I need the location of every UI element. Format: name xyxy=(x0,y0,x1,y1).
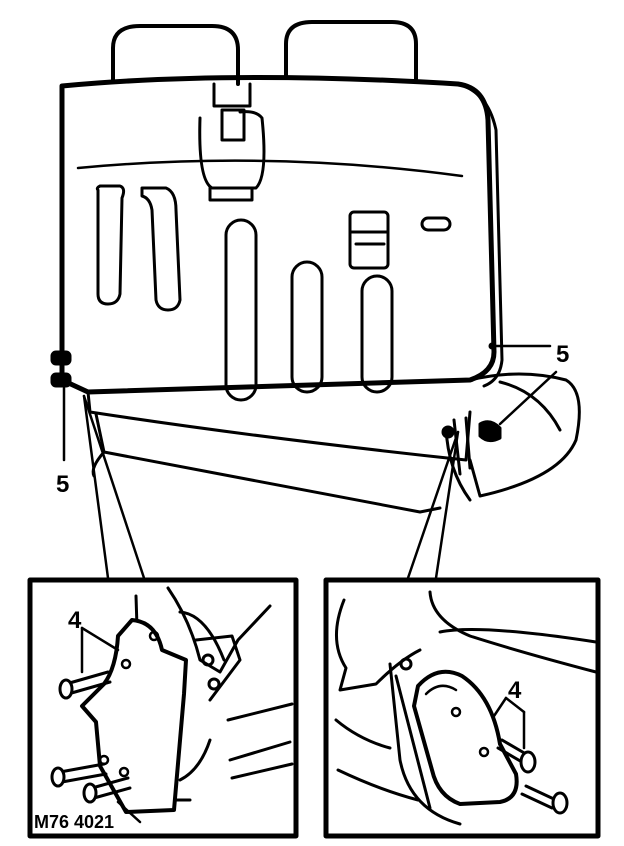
leader-lines xyxy=(62,344,558,580)
seat-back xyxy=(59,74,504,402)
seat-cushion xyxy=(50,350,581,514)
figure-reference: M76 4021 xyxy=(34,812,114,832)
callout-4-right: 4 xyxy=(508,677,522,704)
right-headrest xyxy=(284,20,418,84)
callout-5-right: 5 xyxy=(556,341,569,368)
detail-box-right xyxy=(323,577,601,839)
bolts-left xyxy=(50,670,132,804)
left-headrest xyxy=(111,24,240,86)
callout-4-left: 4 xyxy=(68,607,82,634)
callout-5-left: 5 xyxy=(56,471,69,498)
detail-box-left xyxy=(27,577,299,839)
bolts-right xyxy=(496,738,569,815)
